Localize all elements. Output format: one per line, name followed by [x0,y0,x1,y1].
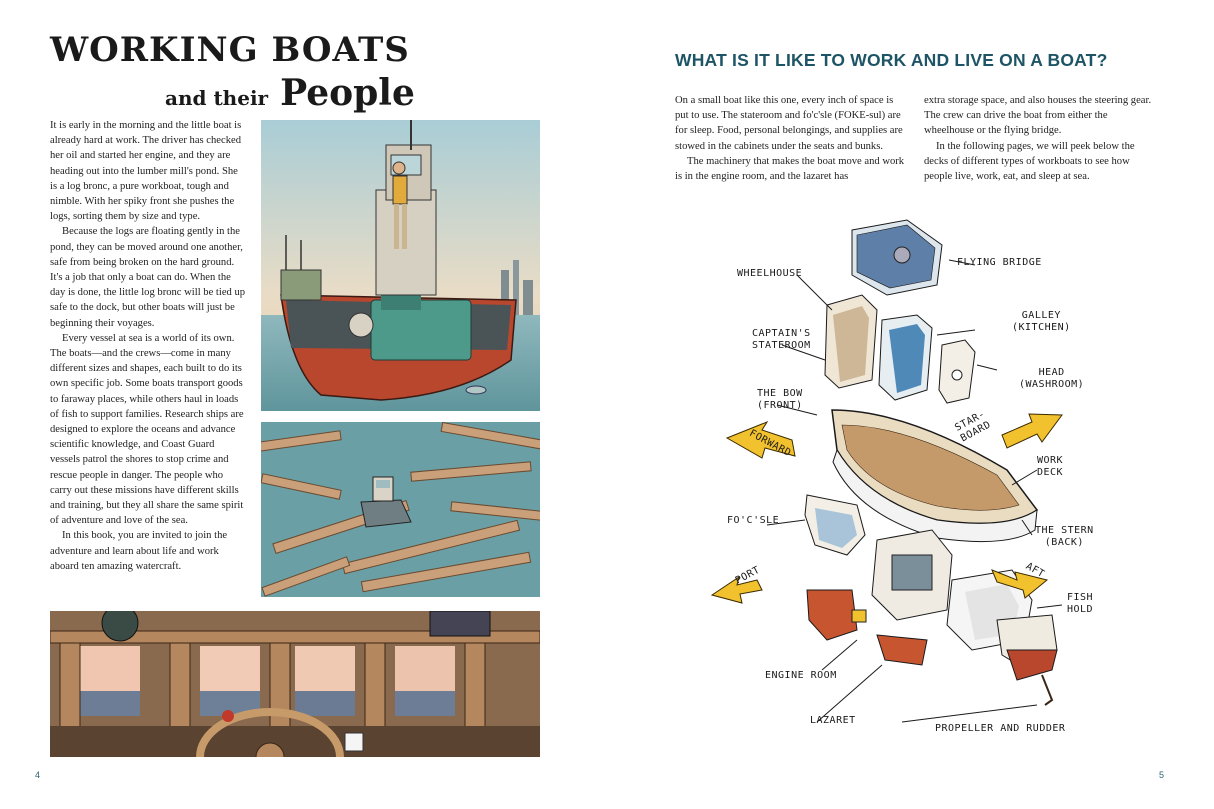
page-title-and-their: and their [165,86,269,110]
paragraph: extra storage space, and also houses the… [924,95,1152,137]
label-focsle: Fo'c'sle [727,515,780,526]
section-heading: What is it like to work and live on a bo… [675,50,1108,70]
forward-arrow [725,420,796,459]
paragraph: In the following pages, we will peek bel… [924,140,1135,183]
page-title-line2: and their People [165,72,415,114]
logs-in-pond-illustration [261,422,540,597]
label-fish-hold: Fish Hold [1067,592,1094,615]
head-drawing [938,339,976,404]
label-engine-room: Engine Room [765,670,837,681]
focsle-drawing [804,494,866,556]
text-column-1: On a small boat like this one, every inc… [675,93,907,184]
right-page: What is it like to work and live on a bo… [607,0,1214,809]
boat-exploded-diagram: Flying Bridge Wheelhouse Galley (Kitchen… [707,210,1147,760]
page-number: 5 [1159,770,1165,780]
wheelhouse-interior-illustration [50,611,540,757]
galley-drawing [878,314,933,401]
engine-room-drawing [806,529,953,641]
main-hull-drawing [831,409,1039,543]
paragraph: In this book, you are invited to join th… [50,530,228,572]
page-title-people: People [280,72,415,114]
label-wheelhouse: Wheelhouse [737,268,803,279]
label-head: Head (Washroom) [1019,367,1085,390]
flying-bridge-drawing [851,219,943,296]
paragraph: Because the logs are floating gently in … [50,226,246,329]
label-flying-bridge: Flying Bridge [957,257,1042,268]
aft-arrow [991,569,1049,599]
page-title-line1: Working Boats [50,30,410,70]
port-arrow [710,575,763,604]
intro-text: It is early in the morning and the littl… [50,118,246,574]
label-propeller-rudder: Propeller and Rudder [935,723,1066,734]
fish-hold-drawing [876,569,1058,706]
paragraph: On a small boat like this one, every inc… [675,95,903,152]
label-galley: Galley (Kitchen) [1012,310,1071,333]
wheelhouse-drawing [824,294,878,389]
page-number: 4 [35,770,41,780]
label-work-deck: Work Deck [1037,455,1064,478]
text-column-2: extra storage space, and also houses the… [924,93,1156,184]
label-lazaret: Lazaret [810,715,856,726]
log-bronc-cutaway-illustration [261,120,540,411]
label-captains-stateroom: Captain's Stateroom [752,328,811,351]
left-page: Working Boats and their People It is earl… [35,30,540,780]
starboard-arrow [1001,413,1063,449]
paragraph: Every vessel at sea is a world of its ow… [50,332,244,527]
label-bow: The Bow (Front) [757,388,803,411]
paragraph: The machinery that makes the boat move a… [675,155,905,183]
label-stern: The Stern (Back) [1035,525,1094,548]
paragraph: It is early in the morning and the littl… [50,120,242,223]
